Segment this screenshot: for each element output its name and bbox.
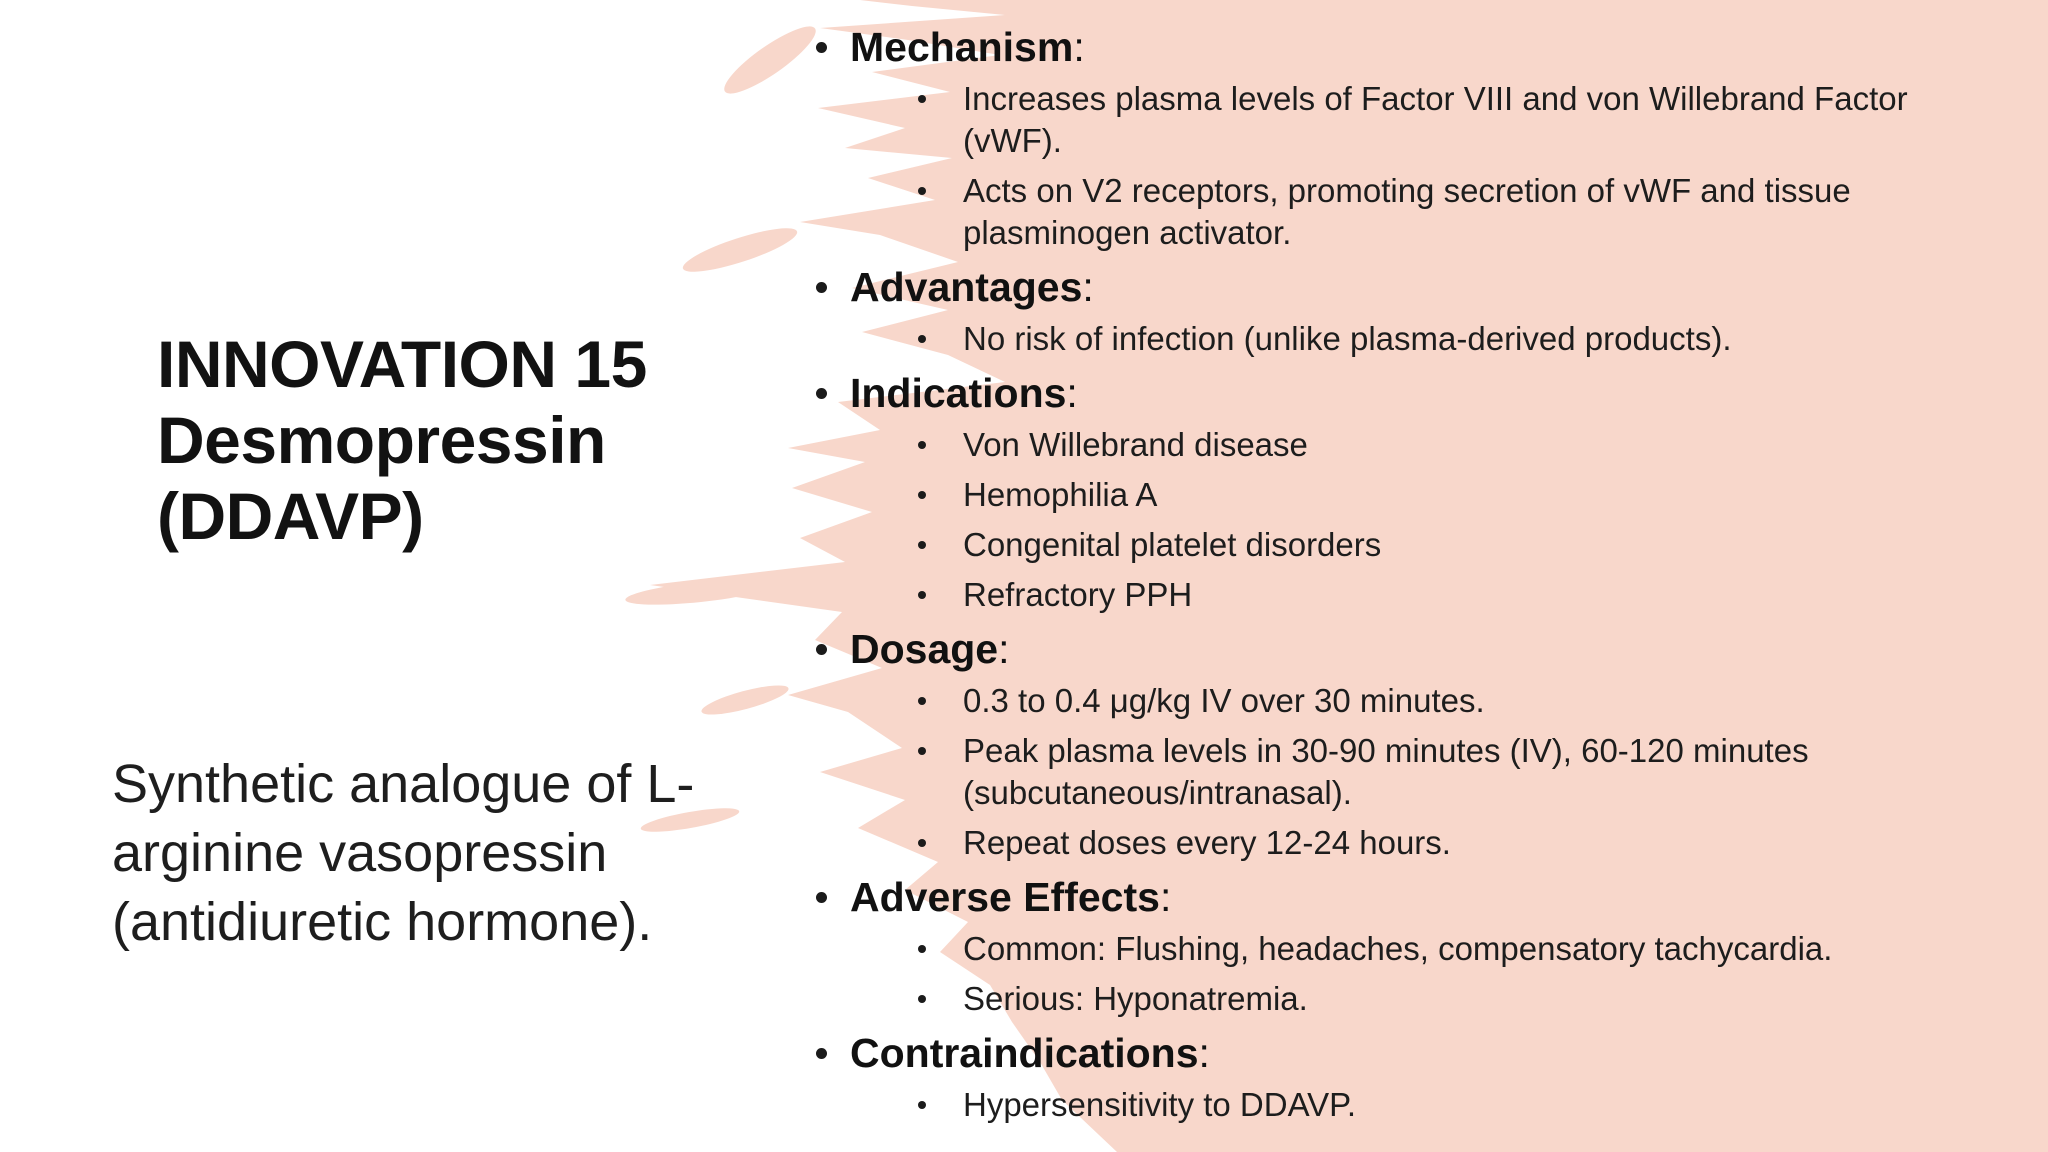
section-heading-label: Dosage xyxy=(850,626,999,672)
bullet-item-label: No risk of infection (unlike plasma-deri… xyxy=(963,320,1732,357)
bullet-icon xyxy=(918,697,926,705)
bullet-item: Acts on V2 receptors, promoting secretio… xyxy=(800,170,2048,254)
section-heading: Mechanism: xyxy=(800,22,2048,72)
section-heading: Indications: xyxy=(800,368,2048,418)
bullet-item-label: Acts on V2 receptors, promoting secretio… xyxy=(963,172,1851,251)
bullet-item-label: Hypersensitivity to DDAVP. xyxy=(963,1086,1357,1123)
bullet-icon xyxy=(918,839,926,847)
brush-fleck xyxy=(724,26,816,94)
bullet-item-label: Repeat doses every 12-24 hours. xyxy=(963,824,1451,861)
section-heading-colon: : xyxy=(1159,874,1172,920)
bullet-item-label: Peak plasma levels in 30-90 minutes (IV)… xyxy=(963,732,1809,811)
bullet-item-label: Von Willebrand disease xyxy=(963,426,1308,463)
brush-fleck xyxy=(640,808,740,832)
slide-subtitle: Synthetic analogue of L-arginine vasopre… xyxy=(112,754,695,952)
bullet-sections: Mechanism: Increases plasma levels of Fac… xyxy=(800,20,2048,1134)
bullet-icon xyxy=(918,1101,926,1109)
section: Contraindications: Hypersensitivity to DD… xyxy=(800,1028,2048,1126)
bullet-item-label: Congenital platelet disorders xyxy=(963,526,1382,563)
bullet-icon xyxy=(816,1048,827,1059)
section-heading: Advantages: xyxy=(800,262,2048,312)
brush-main-shape xyxy=(650,0,2048,1152)
bullet-icon xyxy=(918,541,926,549)
section: Advantages: No risk of infection (unlike … xyxy=(800,262,2048,360)
section-heading-label: Contraindications xyxy=(850,1030,1199,1076)
bullet-icon xyxy=(816,282,827,293)
title-line: (DDAVP) xyxy=(157,479,424,554)
brush-fleck xyxy=(625,579,775,605)
section-heading-colon: : xyxy=(1082,264,1094,310)
section: Mechanism: Increases plasma levels of Fac… xyxy=(800,22,2048,254)
bullet-item-label: Serious: Hyponatremia. xyxy=(963,980,1308,1017)
section-heading-label: Adverse Effects xyxy=(850,874,1160,920)
bullet-icon xyxy=(918,945,926,953)
section-heading-colon: : xyxy=(1066,370,1078,416)
section: Adverse Effects: Common: Flushing, headac… xyxy=(800,872,2048,1020)
bullet-icon xyxy=(816,644,827,655)
section: Dosage: 0.3 to 0.4 μg/kg IV over 30 minut… xyxy=(800,624,2048,864)
bullet-item: Von Willebrand disease xyxy=(800,424,2048,466)
title-line: INNOVATION 15 xyxy=(157,327,647,402)
section-heading-colon: : xyxy=(1198,1030,1210,1076)
bullet-icon xyxy=(918,747,926,755)
bullet-item: 0.3 to 0.4 μg/kg IV over 30 minutes. xyxy=(800,680,2048,722)
bullet-icon xyxy=(918,335,926,343)
section-heading-label: Mechanism xyxy=(850,24,1074,70)
section-heading: Adverse Effects: xyxy=(800,872,2048,922)
bullet-icon xyxy=(816,42,827,53)
section-heading-label: Indications xyxy=(850,370,1067,416)
section-heading-colon: : xyxy=(998,626,1010,672)
bullet-item: Common: Flushing, headaches, compensator… xyxy=(800,928,2048,970)
bullet-icon xyxy=(918,187,926,195)
bullet-item: Repeat doses every 12-24 hours. xyxy=(800,822,2048,864)
bullet-item-label: Hemophilia A xyxy=(963,476,1158,513)
title-line: Desmopressin xyxy=(157,403,606,478)
bullet-icon xyxy=(918,591,926,599)
bullet-item: Congenital platelet disorders xyxy=(800,524,2048,566)
section-heading-label: Advantages xyxy=(850,264,1083,310)
bullet-item: Serious: Hyponatremia. xyxy=(800,978,2048,1020)
bullet-item: Refractory PPH xyxy=(800,574,2048,616)
bullet-item-label: 0.3 to 0.4 μg/kg IV over 30 minutes. xyxy=(963,682,1485,719)
section-heading: Dosage: xyxy=(800,624,2048,674)
bullet-icon xyxy=(918,441,926,449)
bullet-item: Hypersensitivity to DDAVP. xyxy=(800,1084,2048,1126)
section-heading-colon: : xyxy=(1073,24,1085,70)
section-heading: Contraindications: xyxy=(800,1028,2048,1078)
slide-title: INNOVATION 15 Desmopressin (DDAVP) xyxy=(157,326,757,554)
bullet-item: Increases plasma levels of Factor VIII a… xyxy=(800,78,2048,162)
bullet-item-label: Common: Flushing, headaches, compensator… xyxy=(963,930,1833,967)
bullet-item-label: Refractory PPH xyxy=(963,576,1193,613)
bullet-icon xyxy=(816,388,827,399)
brush-fleck xyxy=(682,228,798,272)
bullet-icon xyxy=(918,491,926,499)
bullet-icon xyxy=(918,995,926,1003)
bullet-item: No risk of infection (unlike plasma-deri… xyxy=(800,318,2048,360)
bullet-item-label: Increases plasma levels of Factor VIII a… xyxy=(963,80,1908,159)
bullet-icon xyxy=(918,95,926,103)
brush-fleck xyxy=(701,685,789,715)
bullet-icon xyxy=(816,892,827,903)
bullet-item: Hemophilia A xyxy=(800,474,2048,516)
bullet-item: Peak plasma levels in 30-90 minutes (IV)… xyxy=(800,730,2048,814)
